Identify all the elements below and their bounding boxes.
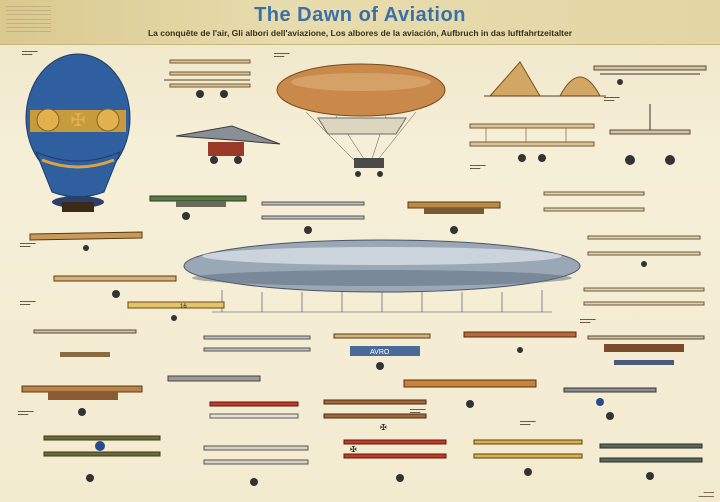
credits-text: ▬▬▬▬▬▬▬▬▬▬ [698, 491, 714, 498]
header-legend-text: ————————————————————————————————————————… [6, 4, 51, 34]
caption-block: ▬▬▬▬▬▬▬▬▬▬ [20, 300, 36, 307]
caption-block: ▬▬▬▬▬▬▬▬▬▬ [18, 410, 34, 417]
caption-block: ▬▬▬▬▬▬▬▬▬▬ [410, 408, 426, 415]
fan-wing-illustration [484, 61, 606, 97]
monoplane-grey-mid-illustration [167, 375, 261, 382]
svg-text:16: 16 [180, 304, 187, 310]
caption-block: ▬▬▬▬▬▬▬▬▬▬ [520, 420, 536, 427]
poster-subtitle: La conquête de l'air, Gli albori dell'av… [147, 28, 573, 38]
caption-block: ▬▬▬▬▬▬▬▬▬▬ [274, 52, 290, 59]
caption-block: ▬▬▬▬▬▬▬▬▬▬ [580, 318, 596, 325]
biplane-grey-mid-illustration [203, 335, 311, 352]
poster-title: The Dawn of Aviation [254, 4, 466, 26]
fighter-grey-right-illustration [563, 387, 657, 420]
biplane-red-white-illustration [209, 401, 299, 419]
ornithopter-illustration [175, 125, 281, 164]
fighter-left-illustration [21, 385, 143, 416]
svg-text:✠: ✠ [380, 423, 387, 432]
monoplane-top-right-illustration [593, 65, 707, 85]
caption-block: ▬▬▬▬▬▬▬▬▬▬ [604, 96, 620, 103]
biplane-large-right-illustration [543, 191, 645, 212]
balloon-illustration: ✠ [25, 53, 131, 212]
sopwith-camel-illustration [43, 435, 161, 482]
monoplane-left-illustration [29, 231, 143, 251]
spad-yellow-illustration [473, 439, 583, 476]
svg-text:✠: ✠ [350, 445, 357, 454]
fighter-dark-right-illustration [599, 443, 703, 480]
airship-top-illustration [276, 63, 446, 177]
poster-header: ————————————————————————————————————————… [0, 0, 720, 45]
albatros-illustration [203, 445, 309, 486]
monoplane-green-illustration [149, 195, 247, 220]
monoplane-red-mid-illustration [463, 331, 577, 353]
caption-block: ▬▬▬▬▬▬▬▬▬▬ [20, 242, 36, 249]
monoplane-red-left-illustration [53, 275, 177, 298]
avro-biplane-illustration: AVRO [333, 333, 431, 370]
biplane-right-low-illustration [583, 287, 705, 306]
monoplane-orange-illustration [403, 379, 537, 408]
biplane-1-illustration [164, 59, 251, 98]
pusher-plane-illustration [609, 104, 691, 165]
caption-block: ▬▬▬▬▬▬▬▬▬▬ [22, 50, 38, 57]
fokker-red-illustration: ✠ [343, 439, 447, 482]
seaplane-right-illustration [587, 335, 705, 365]
zeppelin-illustration [183, 239, 581, 313]
monoplane-yellow-illustration: 16 [127, 301, 225, 321]
caption-block: ▬▬▬▬▬▬▬▬▬▬ [470, 164, 486, 171]
biplane-grey-illustration [261, 201, 365, 234]
biplane-brown-cross-illustration: ✠ [323, 399, 427, 432]
biplane-wright-illustration [469, 123, 595, 162]
monoplane-brown-illustration [407, 201, 501, 234]
svg-text:AVRO: AVRO [370, 349, 390, 356]
seaplane-left-illustration [33, 329, 137, 357]
biplane-right-mid-illustration [587, 235, 701, 267]
svg-text:✠: ✠ [70, 110, 85, 130]
